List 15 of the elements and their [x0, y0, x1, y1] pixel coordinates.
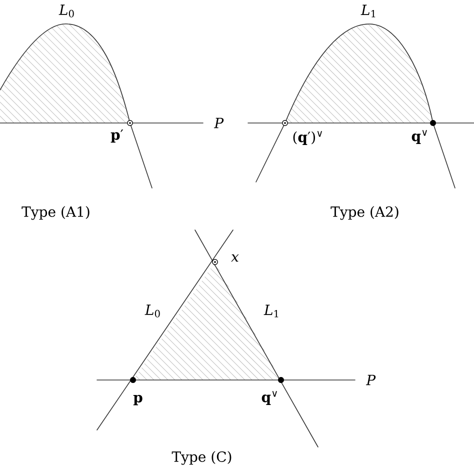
type-caption: Type (A2) [330, 206, 398, 220]
point-label: q$^{∨}$ [262, 391, 277, 405]
line-label: L$_{0}$ [144, 304, 160, 318]
point-label: x [231, 254, 239, 262]
type-caption: Type (A1) [22, 206, 90, 220]
point-label: p′ [110, 129, 124, 143]
line-label: P [366, 374, 376, 386]
line-label: L$_{1}$ [264, 304, 278, 318]
line-label: L$_{1}$ [360, 4, 376, 18]
point-label: (q′)$^{∨}$ [293, 131, 322, 145]
point-label: q$^{∨}$ [412, 130, 427, 144]
point-label: p [133, 394, 142, 406]
line-label: L$_{0}$ [58, 4, 74, 18]
line-label: P [214, 118, 224, 128]
type-caption: Type (C) [172, 451, 232, 465]
